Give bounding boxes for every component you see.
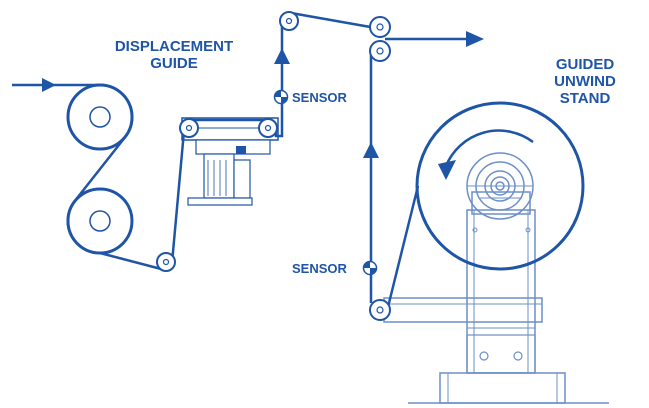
sensor-lower-icon xyxy=(362,260,378,276)
displacement-guide-line-1: DISPLACEMENT xyxy=(114,38,234,55)
rotation-arrow-icon xyxy=(438,129,534,180)
input-arrow-icon xyxy=(42,78,56,92)
sensor-upper-label: SENSOR xyxy=(292,90,347,105)
nip-roller-top xyxy=(369,16,391,38)
guided-unwind-stand-line-3: STAND xyxy=(559,90,611,107)
guide-roller-left xyxy=(179,118,199,138)
idler-roller xyxy=(156,252,176,272)
displacement-guide-machine xyxy=(181,117,279,206)
exit-arrow-icon xyxy=(466,31,484,47)
up-arrow-icon xyxy=(363,142,379,158)
guided-unwind-stand-line-2: UNWIND xyxy=(554,73,616,90)
flow-arrows xyxy=(42,31,484,158)
guide-roller-right xyxy=(258,118,278,138)
unwind-roll xyxy=(415,101,585,271)
bottom-roller xyxy=(369,299,391,321)
sensor-lower-label: SENSOR xyxy=(292,261,347,276)
displacement-guide-line-2: GUIDE xyxy=(150,55,198,72)
top-idler-roller xyxy=(279,11,299,31)
sensor-upper-icon xyxy=(273,89,289,105)
up-arrow-icon xyxy=(274,48,290,64)
guided-unwind-stand-label: GUIDED UNWIND STAND xyxy=(540,56,630,107)
guided-unwind-stand-line-1: GUIDED xyxy=(555,56,615,73)
nip-roller-bottom xyxy=(369,40,391,62)
displacement-guide-label: DISPLACEMENT GUIDE xyxy=(94,38,254,72)
web-path xyxy=(12,11,470,308)
